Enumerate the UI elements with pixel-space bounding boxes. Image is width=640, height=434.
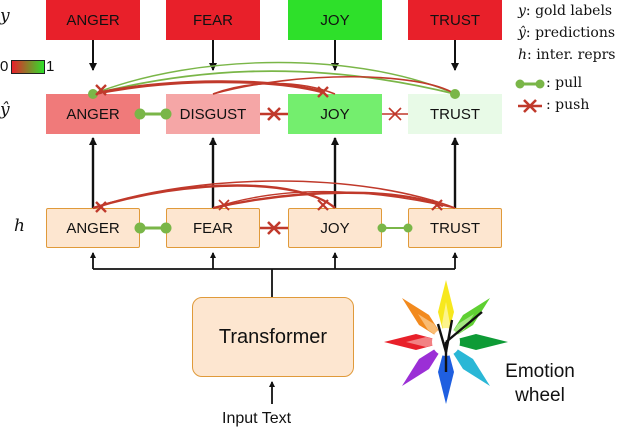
push-arc-anger-joy: [92, 80, 324, 96]
hidden-direct-links: [134, 221, 413, 235]
gold-row-symbol: y: [0, 6, 10, 26]
legend-pull-icon: [515, 79, 545, 89]
pull-arc-anger-trust-outer: [92, 61, 456, 95]
pull-dot: [450, 89, 460, 99]
pull-dot: [160, 108, 172, 120]
gold-label-anger: ANGER: [46, 0, 140, 40]
gold-to-pred-arrows: [89, 40, 459, 71]
pull-arc-anger-trust: [92, 70, 456, 95]
push-cross: [317, 86, 329, 98]
legend-gold: y: gold labels: [518, 3, 613, 19]
push-arc-fear-trust: [212, 190, 456, 209]
pred-markers: [88, 84, 460, 99]
legend-pull-label: : pull: [546, 75, 583, 91]
push-cross: [388, 107, 402, 121]
pred-arcs: [92, 61, 456, 96]
pull-dot: [134, 108, 146, 120]
scale-max-label: 1: [46, 58, 55, 75]
color-scale-bar: [11, 60, 45, 74]
push-arc-anger-trust: [92, 180, 456, 209]
push-cross: [431, 199, 443, 211]
legend-pred: ŷ: predictions: [518, 25, 616, 41]
input-text-label: Input Text: [222, 410, 292, 427]
hidden-repr-joy: JOY: [288, 208, 382, 248]
gold-label-trust: TRUST: [408, 0, 502, 40]
hidden-repr-anger: ANGER: [46, 208, 140, 248]
push-cross: [95, 201, 107, 213]
pull-dot: [403, 223, 413, 233]
transformer-box: Transformer: [192, 297, 354, 377]
hidden-markers: [95, 199, 443, 213]
pred-label-disgust: DISGUST: [166, 94, 260, 134]
hidden-repr-trust: TRUST: [408, 208, 502, 248]
pred-row-symbol: ŷ: [0, 100, 10, 120]
hidden-arcs: [92, 180, 456, 210]
legend-push-label: : push: [546, 97, 590, 113]
push-cross: [267, 221, 281, 235]
gold-label-joy: JOY: [288, 0, 382, 40]
pull-dot: [88, 89, 98, 99]
emotion-wheel: [384, 280, 508, 404]
push-cross: [267, 107, 281, 121]
gold-label-fear: FEAR: [166, 0, 260, 40]
pred-label-trust: TRUST: [408, 94, 502, 134]
pred-label-joy: JOY: [288, 94, 382, 134]
pull-dot: [134, 222, 146, 234]
pull-dot: [377, 223, 387, 233]
push-cross: [218, 199, 230, 211]
transformer-bus: [90, 252, 458, 297]
legend-push-icon: [518, 99, 542, 113]
legend-hidden: h: inter. reprs: [518, 47, 616, 63]
push-cross: [95, 84, 107, 96]
push-arc-disgust-joy: [212, 82, 336, 95]
pull-dot: [160, 222, 172, 234]
push-arc-fear-trust-strong: [212, 191, 444, 210]
pred-direct-links: [134, 107, 408, 121]
hidden-repr-fear: FEAR: [166, 208, 260, 248]
scale-min-label: 0: [0, 58, 9, 75]
hidden-to-pred-arrows: [89, 137, 459, 208]
hidden-row-symbol: h: [14, 216, 25, 236]
push-cross: [317, 199, 329, 211]
pred-label-anger: ANGER: [46, 94, 140, 134]
